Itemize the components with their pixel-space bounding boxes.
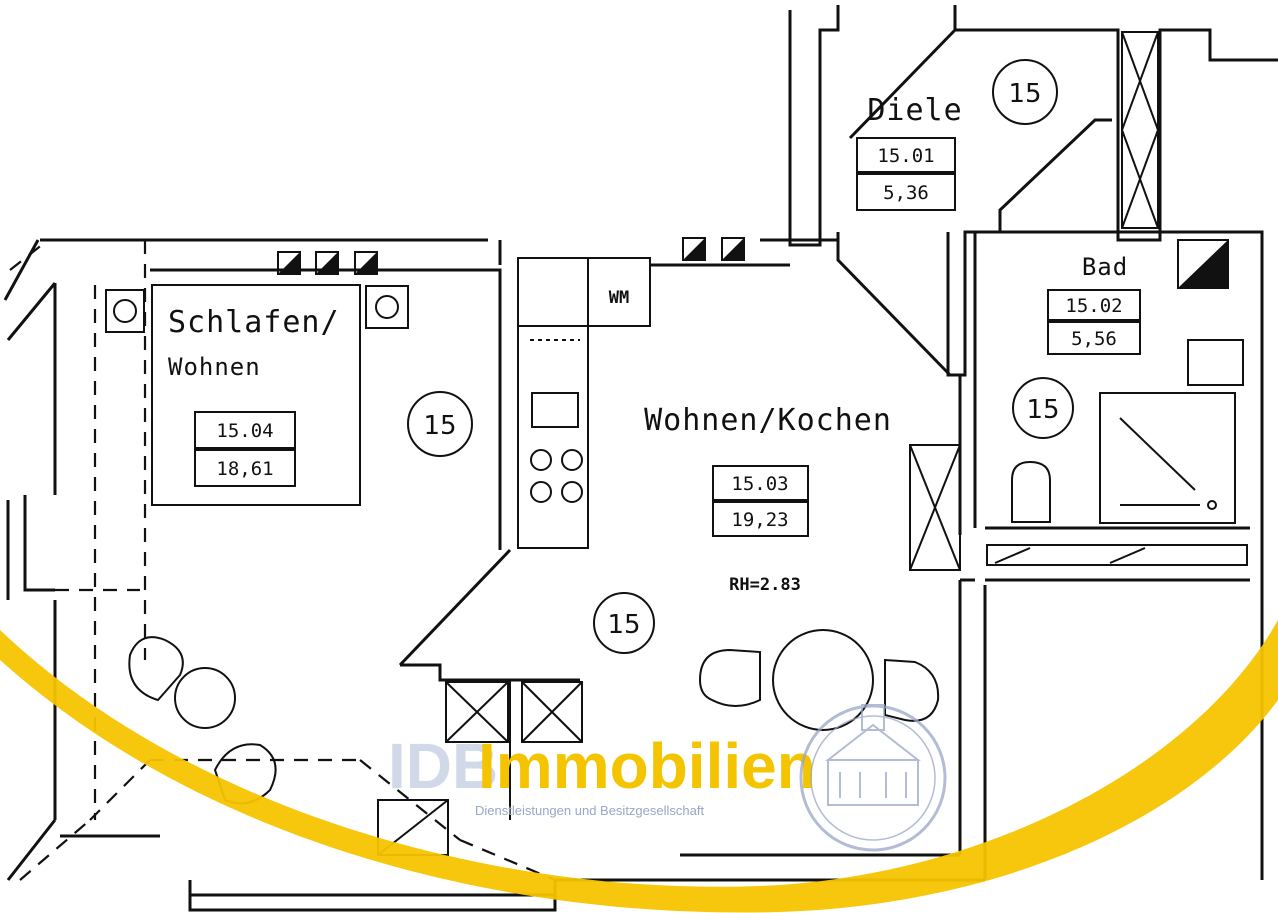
schlafen-name-line1: Schlafen/ bbox=[168, 305, 340, 340]
brand-prefix: IDB bbox=[388, 730, 498, 802]
diele-number: 15.01 bbox=[877, 145, 934, 167]
wohnen-area: 19,23 bbox=[731, 509, 788, 531]
schlafen-name-line2: Wohnen bbox=[168, 353, 261, 381]
watermark: IDB Immobilien Dienstleistungen und Besi… bbox=[0, 620, 1278, 913]
room-wohnen: Wohnen/Kochen 15.03 19,23 RH=2.83 15 bbox=[593, 403, 961, 731]
diele-name: Diele bbox=[867, 93, 962, 128]
kitchen-counter: WM bbox=[377, 257, 651, 856]
schlafen-number: 15.04 bbox=[216, 420, 273, 442]
bad-number: 15.02 bbox=[1065, 295, 1122, 317]
schlafen-zone-marker: 15 bbox=[423, 411, 456, 441]
brand-main: Immobilien bbox=[478, 730, 816, 802]
watermark-seal bbox=[799, 704, 947, 852]
window-markers bbox=[277, 237, 1229, 289]
bad-zone-marker: 15 bbox=[1026, 395, 1059, 425]
room-schlafen: Schlafen/ Wohnen 15.04 18,61 15 bbox=[105, 284, 473, 805]
watermark-swoosh bbox=[0, 620, 1278, 913]
diele-area: 5,36 bbox=[883, 182, 929, 204]
bad-name: Bad bbox=[1082, 253, 1128, 281]
room-bad: Bad 15.02 5,56 15 bbox=[986, 253, 1248, 566]
room-diele: Diele 15.01 5,36 15 bbox=[856, 31, 1159, 229]
wohnen-number: 15.03 bbox=[731, 473, 788, 495]
walls bbox=[3, 5, 1278, 912]
wohnen-room-height: RH=2.83 bbox=[729, 575, 801, 595]
washer-label: WM bbox=[609, 288, 629, 308]
diele-zone-marker: 15 bbox=[1008, 79, 1041, 109]
wohnen-name: Wohnen/Kochen bbox=[644, 403, 892, 438]
brand-tagline: Dienstleistungen und Besitzgesellschaft bbox=[475, 803, 704, 818]
schlafen-area: 18,61 bbox=[216, 458, 273, 480]
bad-area: 5,56 bbox=[1071, 328, 1117, 350]
wohnen-zone-marker: 15 bbox=[607, 610, 640, 640]
